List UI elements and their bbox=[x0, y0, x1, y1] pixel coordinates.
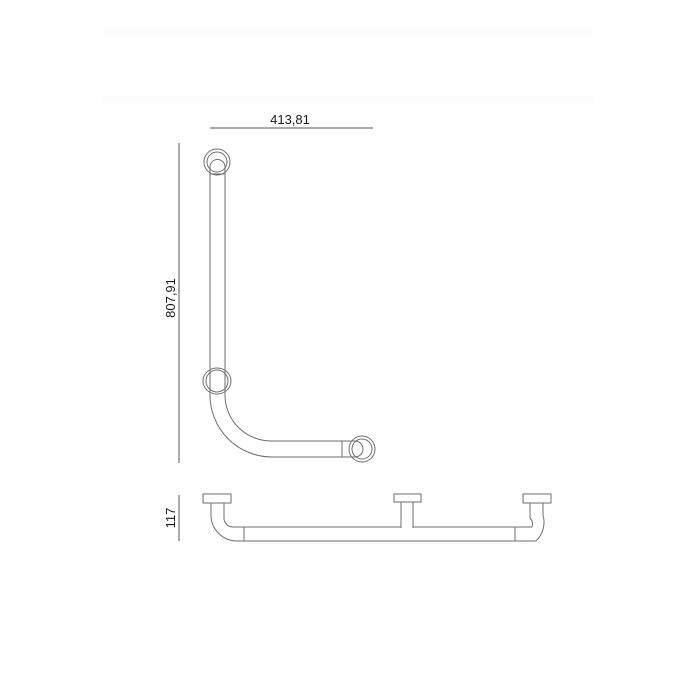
width-dimension-label: 413,81 bbox=[270, 112, 310, 127]
end-flange bbox=[348, 435, 376, 463]
top-flange bbox=[203, 148, 231, 176]
height-dimension-label: 807,91 bbox=[163, 278, 178, 318]
depth-dimension: 117 bbox=[163, 495, 180, 541]
middle-support bbox=[393, 493, 422, 528]
width-dimension: 413,81 bbox=[210, 112, 373, 129]
right-support bbox=[514, 493, 552, 542]
top-view: 413,81 807,91 bbox=[163, 112, 376, 463]
bend bbox=[209, 394, 273, 458]
watermark bbox=[103, 28, 593, 102]
vertical-tube bbox=[209, 174, 226, 395]
depth-dimension-label: 117 bbox=[163, 508, 178, 529]
side-view: 117 bbox=[163, 493, 552, 542]
side-bar bbox=[233, 526, 536, 542]
left-support bbox=[202, 493, 245, 542]
middle-flange bbox=[202, 367, 232, 395]
height-dimension: 807,91 bbox=[163, 143, 180, 463]
